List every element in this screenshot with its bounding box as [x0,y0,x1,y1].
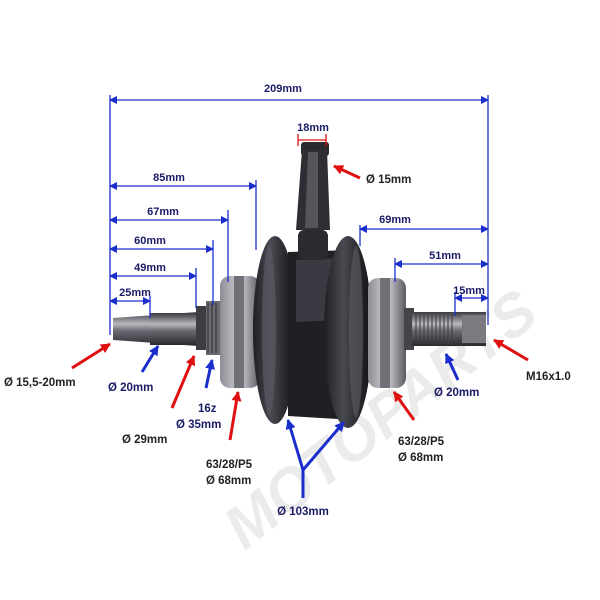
arrow-left-taper [71,342,111,370]
arrow-left-bearing [228,391,242,441]
dim-49-label: 49mm [134,262,166,274]
arrow-right-shaft [444,353,460,381]
left-bearing-diameter-label: Ø 68mm [206,475,251,487]
arrow-right-flywheel [301,421,346,471]
dim-25-label: 25mm [119,287,151,299]
arrow-thread [493,338,529,362]
right-bearing-code-label: 63/28/P5 [398,436,445,448]
gear-diameter-label: Ø 35mm [176,419,221,431]
arrow-pin-diameter [333,164,361,180]
dim-overall-label: 209mm [264,83,302,95]
crankshaft-illustration [113,142,486,428]
flywheel-diameter-label: Ø 103mm [277,506,329,518]
dim-pin-width-label: 18mm [297,122,329,134]
pin-diameter-label: Ø 15mm [366,174,411,186]
left-shaft-label: Ø 20mm [108,382,153,394]
dim-67-label: 67mm [147,206,179,218]
arrow-right-bearing [392,391,416,421]
gear-teeth-label: 16z [198,403,217,415]
thread-label: M16x1.0 [526,371,571,383]
dim-51-label: 51mm [429,250,461,262]
dim-69-label: 69mm [379,214,411,226]
right-bearing-diameter-label: Ø 68mm [398,452,443,464]
arrow-left-shaft [140,345,160,373]
pointer-arrows [71,164,529,498]
dim-60-label: 60mm [134,235,166,247]
right-flywheel [324,236,372,428]
dimension-lines [109,95,489,335]
pin-width-dimension [297,134,327,146]
left-seal-label: Ø 29mm [122,434,167,446]
dim-85-label: 85mm [153,172,185,184]
arrow-left-flywheel [285,419,305,471]
arrow-gear [204,359,216,389]
dim-15-label: 15mm [453,285,485,297]
left-bearing-code-label: 63/28/P5 [206,459,253,471]
left-seal-collar [196,306,208,350]
left-taper-label: Ø 15,5-20mm [4,377,76,389]
arrow-left-seal [170,355,196,409]
right-shaft-label: Ø 20mm [434,387,479,399]
connecting-rod [296,142,330,230]
